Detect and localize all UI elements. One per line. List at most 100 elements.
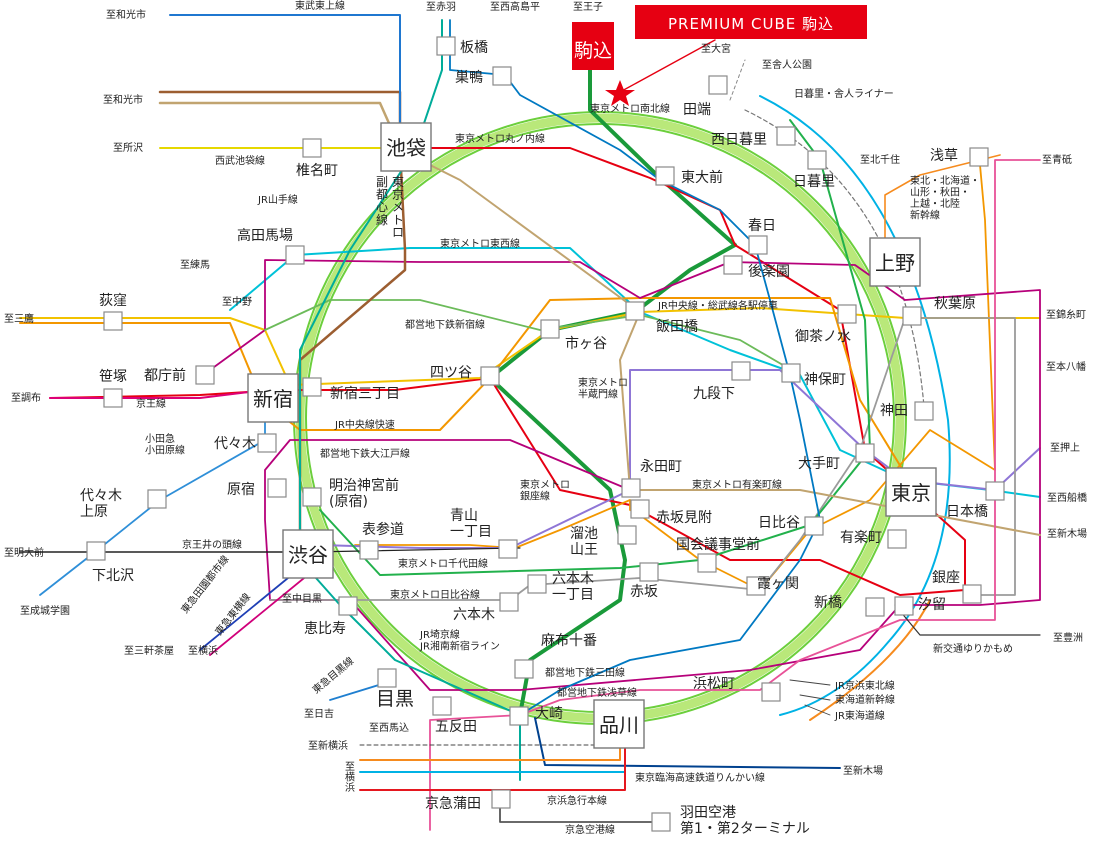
station-box-hamamatsucho <box>761 682 781 702</box>
station-box-otemachi <box>855 443 875 463</box>
line-label-oedo: 都営地下鉄大江戸線 <box>320 447 410 460</box>
station-box-azabujuban <box>514 659 534 679</box>
inokashira-link <box>309 547 521 553</box>
station-box-yoyogiuehara <box>147 489 167 509</box>
premium-cube-badge-text: PREMIUM CUBE 駒込 <box>668 15 834 33</box>
station-box-yoyogi <box>257 433 277 453</box>
station-box-nishinippori <box>776 126 796 146</box>
line-label-keikyu-airport: 京急空港線 <box>565 823 615 836</box>
dest-mitaka: 至三鷹 <box>4 312 34 325</box>
station-box-takadanobaba <box>285 245 305 265</box>
komagome-box <box>572 22 614 70</box>
dest-toyosu: 至豊洲 <box>1053 631 1083 644</box>
station-box-sugamo <box>492 66 512 86</box>
station-label-shinjukusanchome: 新宿三丁目 <box>330 385 400 402</box>
station-label-sugamo: 巣鴨 <box>455 70 483 86</box>
premium-cube-badge <box>635 5 867 39</box>
rinkai-line <box>534 717 841 769</box>
station-box-kokkaigijidomae <box>697 553 717 573</box>
line-label-yurakucho: 東京メトロ有楽町線 <box>692 478 782 491</box>
dest-wako-1: 至和光市 <box>106 8 146 21</box>
station-label-ueno: 上野 <box>875 251 915 275</box>
line-label-yurikamome: 新交通ゆりかもめ <box>933 642 1013 655</box>
line-label-marunouchi: 東京メトロ丸ノ内線 <box>455 132 545 145</box>
chuo-sobu-line <box>19 307 1041 386</box>
station-label-shibuya: 渋谷 <box>288 543 328 567</box>
dest-meidaimae: 至明大前 <box>4 546 44 559</box>
line-label-inokashira: 京王井の頭線 <box>182 538 242 551</box>
station-label-kasuga: 春日 <box>748 218 776 234</box>
station-box-iidabashi <box>625 301 645 321</box>
keihin-tohoku-line <box>759 95 951 716</box>
station-box-harajuku <box>267 478 287 498</box>
toei-shinjuku-line <box>264 299 801 376</box>
station-label-shinjuku: 新宿 <box>253 387 293 411</box>
dest-yokohama-1: 至横浜 <box>188 644 218 657</box>
station-box-korakuen <box>723 255 743 275</box>
station-box-kudanshita <box>731 361 751 381</box>
big-box-shinjuku <box>247 373 299 423</box>
line-label-hanzomon: 東京メトロ半蔵門線 <box>578 376 628 401</box>
dest-omiya: 至大宮 <box>701 42 731 55</box>
dest-toneri: 至舎人公園 <box>762 59 812 71</box>
line-label-odakyu: 小田急小田原線 <box>145 432 185 457</box>
station-box-shimokitazawa <box>86 541 106 561</box>
station-label-kudanshita: 九段下 <box>693 386 735 402</box>
station-box-roppongiitchome <box>527 574 547 594</box>
station-label-sasazuka: 笹塚 <box>99 369 127 385</box>
station-label-shimokitazawa: 下北沢 <box>92 568 134 584</box>
dest-nakano: 至中野 <box>222 295 252 308</box>
asakusa-line <box>429 159 1041 831</box>
dest-kitasenju: 至北千住 <box>860 153 900 166</box>
dest-wako-2: 至和光市 <box>103 93 143 106</box>
station-label-meguro: 目黒 <box>376 688 414 710</box>
line-label-namboku: 東京メトロ南北線 <box>590 102 670 115</box>
keikyu-line <box>359 744 626 791</box>
station-label-akihabara: 秋葉原 <box>934 296 976 312</box>
line-label-tozai: 東京メトロ東西線 <box>440 237 520 250</box>
line-label-den-en-toshi: 東急田園都市線 <box>178 553 231 616</box>
hibiya-line <box>269 317 1016 601</box>
dest-nishifunabashi: 至西船橋 <box>1047 491 1087 504</box>
station-label-takadanobaba: 高田馬場 <box>237 227 293 244</box>
station-box-sasazuka <box>103 388 123 408</box>
station-box-ogikubo <box>103 311 123 331</box>
station-box-ebisu <box>338 596 358 616</box>
tobu-tojo-line <box>169 14 401 149</box>
dest-nishimagome: 至西馬込 <box>369 722 409 734</box>
station-box-asakusa <box>969 147 989 167</box>
station-box-todaimae <box>655 166 675 186</box>
shinkansen-line <box>884 154 1001 241</box>
dest-kinshicho: 至錦糸町 <box>1046 308 1086 321</box>
mita-line <box>449 19 821 716</box>
line-label-seibu-ikebukuro: 西武池袋線 <box>215 154 265 167</box>
station-label-nishinippori: 西日暮里 <box>711 132 767 148</box>
dest-nerima: 至練馬 <box>180 258 210 271</box>
line-label-tokaido-shinkansen: 東海道新幹線 <box>835 693 895 706</box>
dest-hiyoshi: 至日吉 <box>304 708 334 720</box>
leader-lines <box>789 679 831 716</box>
station-box-omotesando <box>359 540 379 560</box>
line-label-chiyoda: 東京メトロ千代田線 <box>398 557 488 570</box>
dest-tokorozawa: 至所沢 <box>113 141 143 154</box>
line-label-jr-tokaido: JR東海道線 <box>834 709 885 722</box>
station-label-itabashi: 板橋 <box>460 40 488 56</box>
station-boxes <box>86 36 1005 832</box>
komagome-label: 駒込 <box>574 40 612 62</box>
line-label-keihin-tohoku: JR京浜東北線 <box>834 679 895 692</box>
big-box-ikebukuro <box>380 122 432 172</box>
station-label-omotesando: 表参道 <box>362 521 404 538</box>
station-box-tameikesanno <box>617 525 637 545</box>
station-box-meguro-small <box>377 668 397 688</box>
station-box-tabata <box>708 75 728 95</box>
station-label-kasumigaseki: 霞ヶ関 <box>757 576 799 592</box>
station-box-jimbocho <box>781 363 801 383</box>
line-label-hibiya: 東京メトロ日比谷線 <box>390 588 480 601</box>
station-box-shiinamachi <box>302 138 322 158</box>
station-label-korakuen: 後楽園 <box>748 264 790 280</box>
station-box-akasakamitsuke <box>630 499 650 519</box>
line-label-toyoko: 東急東横線 <box>212 590 253 637</box>
station-box-itabashi <box>436 36 456 56</box>
saikyo-line <box>299 19 521 781</box>
station-label-harajuku: 原宿 <box>227 481 255 498</box>
